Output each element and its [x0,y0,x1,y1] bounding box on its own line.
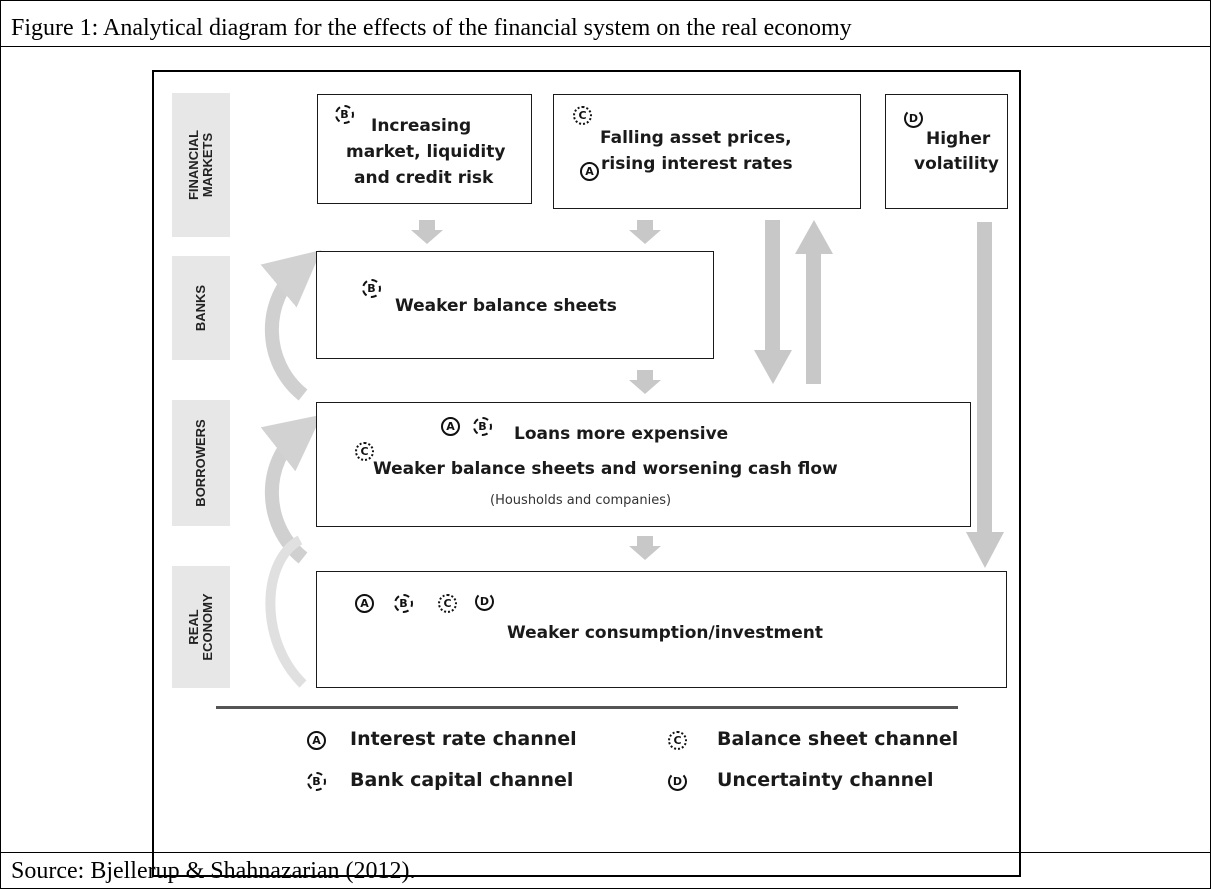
box-market-risk-line2: market, liquidity [346,142,506,162]
source-citation: Source: Bjellerup & Shahnazarian (2012). [11,858,416,884]
arrow-down-3 [629,370,661,394]
badge-c-icon: C [573,106,592,125]
diagram-frame [152,70,1021,877]
feedback-arrow-real [265,535,307,688]
source-divider [0,852,1211,853]
box-borrowers: A B Loans more expensive C Weaker balanc… [316,402,971,527]
legend-balance-sheet: Balance sheet channel [717,728,959,750]
box-real-economy: A B C D Weaker consumption/investment [316,571,1007,688]
arrow-down-2 [629,220,661,244]
box-borrowers-line1: Loans more expensive [514,424,729,444]
badge-a-icon: A [355,594,374,613]
legend-uncertainty: Uncertainty channel [717,769,934,791]
box-banks-line1: Weaker balance sheets [395,296,617,316]
arrow-down-volatility [966,222,1004,568]
title-divider [0,46,1211,47]
box-banks: B Weaker balance sheets [316,251,714,359]
legend-divider [216,706,958,709]
badge-b-icon: B [473,417,492,436]
box-asset-prices-line1: Falling asset prices, [600,128,792,148]
arrow-down-1 [411,220,443,244]
feedback-arrow-upper [260,249,322,401]
badge-a-icon: A [441,417,460,436]
box-volatility-line2: volatility [914,154,999,174]
box-asset-prices-line2: rising interest rates [601,154,793,174]
sector-borrowers: BORROWERS [172,400,230,526]
badge-c-icon: C [438,594,457,613]
legend-b-icon: B [307,772,326,791]
box-volatility-line1: Higher [926,129,991,149]
badge-b-icon: B [335,105,354,124]
legend-a-icon: A [307,731,326,750]
legend-bank-capital: Bank capital channel [350,769,574,791]
badge-b-icon: B [362,279,381,298]
arrow-down-4 [629,536,661,560]
legend-c-icon: C [668,731,687,750]
box-real-economy-line1: Weaker consumption/investment [507,623,823,643]
box-market-risk-line3: and credit risk [354,168,494,188]
box-asset-prices: C Falling asset prices, A rising interes… [553,94,861,209]
badge-d-icon: D [904,109,923,128]
legend-interest-rate: Interest rate channel [350,728,577,750]
badge-b-icon: B [394,594,413,613]
legend-d-icon: D [668,772,687,791]
arrow-down-long [754,220,792,384]
box-market-risk-line1: Increasing [371,116,472,136]
figure-title: Figure 1: Analytical diagram for the eff… [11,15,852,41]
box-volatility: D Higher volatility [885,94,1008,209]
arrow-up-long [795,220,833,384]
sector-banks: BANKS [172,256,230,360]
box-market-risk: B Increasing market, liquidity and credi… [317,94,532,204]
box-borrowers-line2: Weaker balance sheets and worsening cash… [373,459,838,479]
sector-real-economy: REAL ECONOMY [172,566,230,688]
badge-c-icon: C [355,442,374,461]
badge-d-icon: D [475,592,494,611]
sector-financial-markets: FINANCIAL MARKETS [172,93,230,237]
box-borrowers-sub: (Housholds and companies) [490,493,672,508]
badge-a-icon: A [580,162,599,181]
